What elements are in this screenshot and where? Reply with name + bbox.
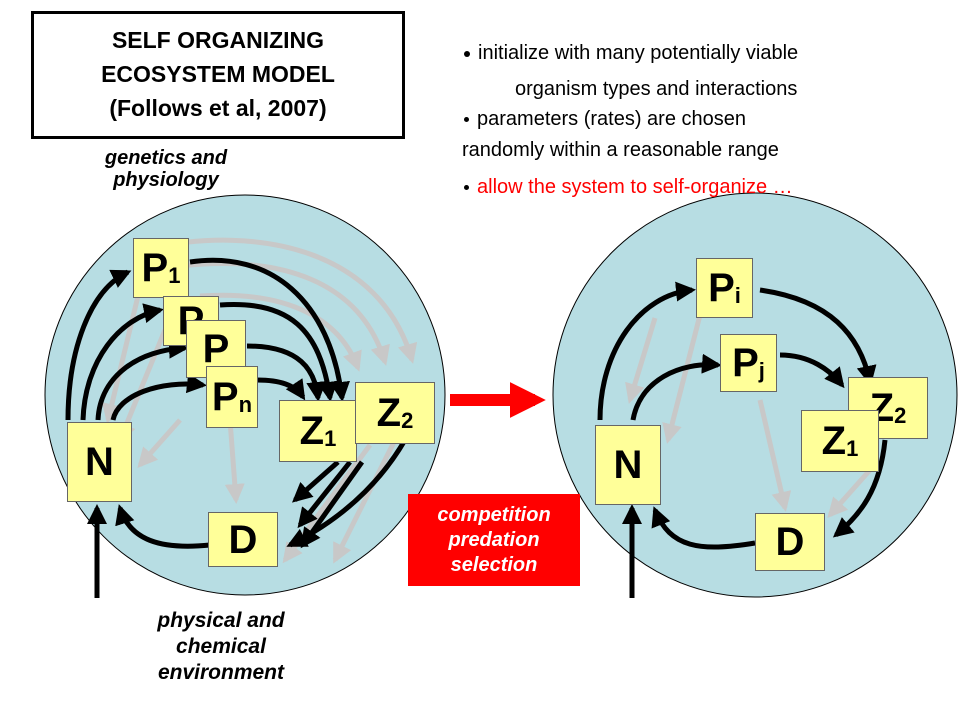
bullet-1-text-1: initialize with many potentially viable: [478, 42, 799, 64]
node-z1-right-main: Z: [821, 419, 847, 463]
node-pi-sub: i: [734, 283, 741, 308]
node-n-left-main: N: [85, 440, 114, 484]
node-pj-main: P: [732, 341, 759, 385]
node-z1-right-sub: 1: [846, 436, 859, 461]
bullet-1-line-1: initialize with many potentially viable: [464, 40, 798, 67]
node-z1-left-sub: 1: [324, 426, 337, 451]
bullet-2-text-2: randomly within a reasonable range: [462, 139, 779, 161]
genetics-label-line-2: physiology: [113, 169, 219, 191]
bullet-3-line-1: allow the system to self-organize …: [464, 174, 793, 201]
right-flow-arrows: [597, 281, 888, 598]
bullet-3-text-1: allow the system to self-organize …: [477, 176, 793, 198]
node-z2-right-sub: 2: [894, 403, 907, 428]
bullet-dot: [464, 185, 469, 191]
genetics-label: genetics and physiology: [66, 147, 266, 191]
node-z2-left-sub: 2: [401, 408, 414, 433]
bullet-1-line-2: organism types and interactions: [515, 76, 797, 103]
process-line-1: competition: [437, 503, 551, 526]
node-pn-sub: n: [238, 392, 253, 417]
left-flow-arrows: [65, 257, 408, 598]
node-p1-sub: 1: [168, 263, 181, 288]
node-p3-main: P: [202, 327, 230, 371]
bullet-1-text-2: organism types and interactions: [515, 78, 798, 100]
node-p1-main: P: [141, 246, 169, 290]
title-line-2: ECOSYSTEM MODEL: [101, 61, 335, 87]
bullet-dot: [464, 117, 469, 123]
node-n-left: N: [67, 422, 132, 502]
node-n-right: N: [595, 425, 661, 505]
bullet-2-line-2: randomly within a reasonable range: [462, 137, 779, 164]
environment-label-line-1: physical and: [157, 609, 285, 632]
environment-label-line-2: chemical: [176, 635, 266, 658]
bullet-2-line-1: parameters (rates) are chosen: [464, 106, 746, 133]
node-pj-sub: j: [758, 358, 765, 383]
genetics-label-line-1: genetics and: [104, 147, 228, 169]
node-pi-main: P: [708, 266, 735, 310]
title-line-1: SELF ORGANIZING: [111, 27, 325, 53]
node-n-right-main: N: [613, 443, 643, 487]
node-d-left: D: [208, 512, 278, 567]
right-faint-arrows: [625, 314, 872, 518]
bullet-dot: [464, 50, 470, 57]
node-d-right: D: [755, 513, 825, 571]
node-z1-left-main: Z: [299, 409, 325, 453]
node-pn-main: P: [211, 375, 239, 419]
node-d-left-main: D: [228, 517, 258, 562]
node-z2-left-main: Z: [376, 391, 402, 435]
bullet-2-text-1: parameters (rates) are chosen: [477, 108, 747, 130]
environment-label: physical and chemical environment: [116, 608, 326, 686]
process-line-2: predation: [448, 528, 540, 551]
title-line-3: (Follows et al, 2007): [109, 95, 327, 121]
process-box: competition predation selection: [408, 494, 580, 586]
environment-label-line-3: environment: [157, 661, 285, 684]
process-line-3: selection: [450, 553, 538, 576]
node-d-right-main: D: [775, 520, 805, 564]
title-box: SELF ORGANIZING ECOSYSTEM MODEL (Follows…: [31, 11, 405, 139]
